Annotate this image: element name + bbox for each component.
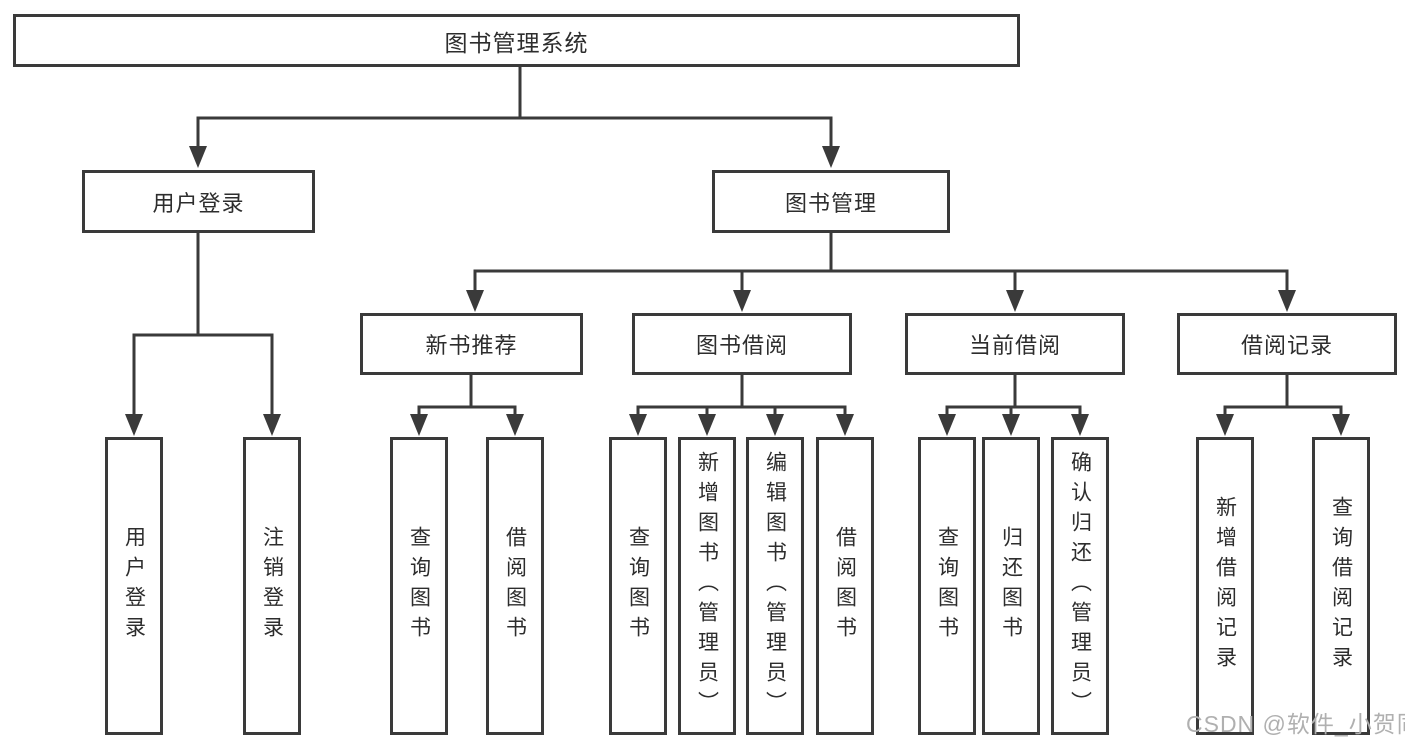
node-borrow-records: 借阅记录	[1177, 313, 1397, 375]
node-user-login-label: 用户登录	[152, 190, 245, 216]
node-book-management: 图书管理	[712, 170, 950, 233]
leaf-logout-label: 注销登录	[260, 526, 284, 646]
node-library-management-system-label: 图书管理系统	[444, 29, 589, 56]
node-book-borrow-label: 图书借阅	[695, 333, 788, 358]
leaf-query-books-recommend-label: 查询图书	[407, 526, 431, 646]
leaf-query-books-current: 查询图书	[918, 437, 976, 735]
leaf-add-borrow-record: 新增借阅记录	[1196, 437, 1254, 735]
leaf-borrow-books: 借阅图书	[816, 437, 874, 735]
leaf-confirm-return-admin-label: 确认归还（管理员）	[1068, 451, 1092, 721]
node-borrow-records-label: 借阅记录	[1240, 333, 1333, 358]
node-current-borrow: 当前借阅	[905, 313, 1125, 375]
leaf-return-books-label: 归还图书	[999, 526, 1023, 646]
leaf-borrow-books-recommend: 借阅图书	[486, 437, 544, 735]
leaf-query-books-borrow-label: 查询图书	[626, 526, 650, 646]
leaf-query-books-borrow: 查询图书	[609, 437, 667, 735]
leaf-query-books-current-label: 查询图书	[935, 526, 959, 646]
leaf-return-books: 归还图书	[982, 437, 1040, 735]
leaf-confirm-return-admin: 确认归还（管理员）	[1051, 437, 1109, 735]
leaf-add-books-admin: 新增图书（管理员）	[678, 437, 736, 735]
leaf-user-login: 用户登录	[105, 437, 163, 735]
leaf-query-books-recommend: 查询图书	[390, 437, 448, 735]
leaf-query-borrow-record: 查询借阅记录	[1312, 437, 1370, 735]
node-new-book-recommend-label: 新书推荐	[425, 333, 518, 358]
node-current-borrow-label: 当前借阅	[968, 333, 1061, 358]
leaf-borrow-books-label: 借阅图书	[833, 526, 857, 646]
leaf-query-borrow-record-label: 查询借阅记录	[1329, 496, 1353, 676]
leaf-user-login-label: 用户登录	[122, 526, 146, 646]
node-book-management-label: 图书管理	[784, 190, 877, 216]
leaf-add-borrow-record-label: 新增借阅记录	[1213, 496, 1237, 676]
node-library-management-system: 图书管理系统	[13, 14, 1020, 67]
leaf-borrow-books-recommend-label: 借阅图书	[503, 526, 527, 646]
leaf-add-books-admin-label: 新增图书（管理员）	[695, 451, 719, 721]
leaf-edit-books-admin-label: 编辑图书（管理员）	[763, 451, 787, 721]
watermark: CSDN @软件_小贺同学	[1186, 711, 1405, 737]
leaf-logout: 注销登录	[243, 437, 301, 735]
leaf-edit-books-admin: 编辑图书（管理员）	[746, 437, 804, 735]
node-new-book-recommend: 新书推荐	[360, 313, 583, 375]
node-book-borrow: 图书借阅	[632, 313, 852, 375]
node-user-login: 用户登录	[82, 170, 315, 233]
